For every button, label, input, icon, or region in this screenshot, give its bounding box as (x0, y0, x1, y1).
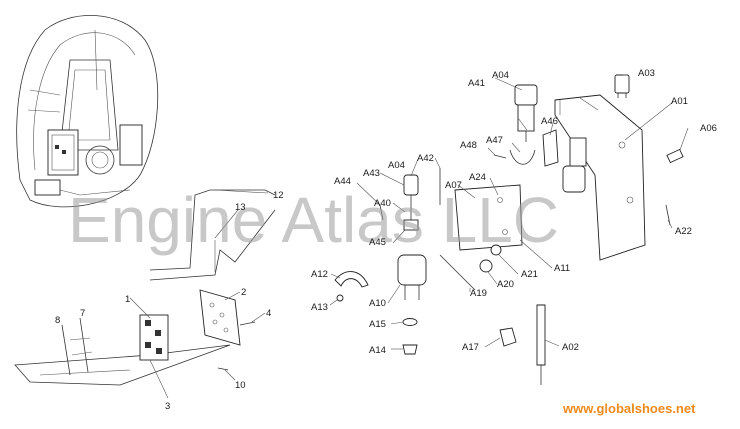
callout-a19: A19 (470, 288, 487, 299)
watermark-text: Engine Atlas LLC (68, 184, 559, 256)
callout-4: 4 (266, 308, 271, 319)
callout-labels: A03 A04 A41 A01 A06 A46 A47 A48 A42 A04 … (55, 68, 717, 412)
callout-a03: A03 (638, 68, 655, 79)
callout-a41: A41 (468, 78, 485, 89)
callout-3: 3 (165, 401, 170, 412)
callout-8: 8 (55, 315, 60, 326)
callout-a43: A43 (363, 168, 380, 179)
callout-a07: A07 (445, 180, 462, 191)
callout-a01: A01 (671, 96, 688, 107)
callout-a46: A46 (541, 116, 558, 127)
callout-a02: A02 (562, 342, 579, 353)
callout-a13: A13 (311, 302, 328, 313)
callout-a14: A14 (369, 345, 386, 356)
callout-a12: A12 (311, 269, 328, 280)
callout-a04-mid: A04 (388, 160, 405, 171)
callout-a24: A24 (469, 172, 486, 183)
callout-12: 12 (273, 190, 284, 201)
callout-2: 2 (241, 287, 246, 298)
callout-a10: A10 (369, 298, 386, 309)
callout-a47: A47 (486, 135, 503, 146)
callout-a45: A45 (369, 237, 386, 248)
callout-a20: A20 (497, 279, 514, 290)
callout-a42: A42 (417, 153, 434, 164)
site-url: www.globalshoes.net (562, 401, 696, 416)
callout-a44: A44 (334, 176, 351, 187)
left-assembly (14, 189, 276, 399)
engine-overview-inset (16, 15, 159, 208)
callout-7: 7 (80, 308, 85, 319)
callout-a40: A40 (374, 198, 391, 209)
callout-a11: A11 (554, 263, 570, 274)
callout-a21: A21 (521, 269, 538, 280)
right-assembly (329, 74, 689, 385)
callout-13: 13 (235, 202, 246, 213)
callout-a17: A17 (462, 342, 479, 353)
callout-a22: A22 (675, 226, 692, 237)
callout-a48: A48 (460, 140, 477, 151)
callout-a06: A06 (700, 123, 717, 134)
callout-a04-top: A04 (492, 70, 509, 81)
callout-1: 1 (125, 294, 130, 305)
callout-10: 10 (235, 380, 246, 391)
callout-a15: A15 (369, 319, 386, 330)
